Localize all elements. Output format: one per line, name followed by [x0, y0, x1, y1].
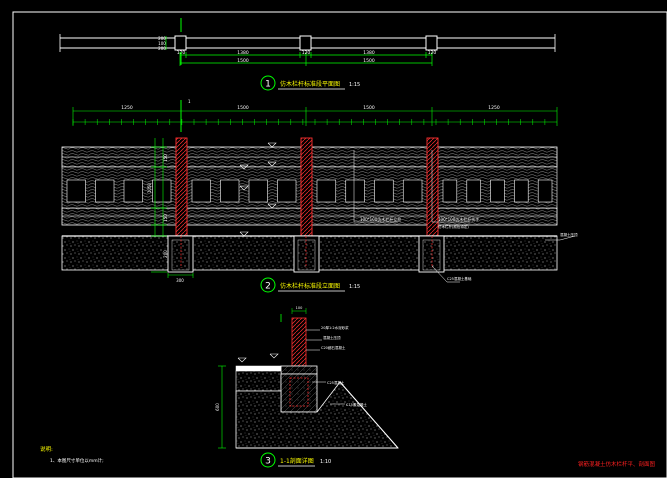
plan-dim-sub-5: 120: [428, 50, 437, 56]
elev-note-post: 100*100仿木栏杆立柱: [360, 216, 401, 222]
elev-dim-top-2: 1500: [237, 105, 249, 111]
baluster-opening: [316, 179, 337, 203]
elev-dim-top-3: 1500: [363, 105, 375, 111]
plan-dim-left-3: 200: [158, 46, 166, 51]
baluster-opening: [277, 179, 297, 203]
plan-dim-left-1: 200: [158, 36, 166, 41]
elev-note-footing: C25混凝土基础: [447, 276, 472, 281]
plan-post-2: [299, 35, 312, 51]
title-plan: 1 仿木栏杆标准段平面图 1:15: [260, 75, 360, 91]
section-note-d: C25混凝土: [327, 380, 345, 385]
notes: 说明: 1、本图尺寸单位以mm计;: [40, 445, 104, 464]
elev-post-mark: 1: [188, 99, 191, 104]
plan-dim-total-1: 1500: [237, 58, 249, 64]
elev-note-base: 混凝土压顶: [560, 232, 578, 237]
notes-line-1: 1、本图尺寸单位以mm计;: [50, 457, 104, 464]
baluster-opening: [248, 179, 268, 203]
baluster-opening: [537, 179, 553, 203]
plan-dim-left-2: 100: [158, 41, 166, 46]
baluster-opening: [374, 179, 394, 203]
baluster-opening: [66, 179, 86, 203]
section-note-a: 20厚1:2水泥砂浆: [321, 325, 349, 330]
baluster-opening: [95, 179, 115, 203]
elev-dim-left-3: 150: [163, 214, 168, 222]
elev-dim-top-1: 1250: [121, 105, 133, 111]
title-elevation: 2 仿木栏杆标准段立面图 1:15: [260, 277, 360, 293]
elev-dim-left-2: 150: [163, 154, 168, 162]
section-view: 100 600 20厚1:2: [215, 306, 399, 449]
title-elevation-scale: 1:15: [349, 284, 360, 290]
plan-dim-sub-4: 1380: [363, 50, 375, 56]
title-section-text: 1-1剖面详图: [280, 457, 314, 465]
elev-dim-top-4: 1250: [488, 105, 500, 111]
elev-post-2: [300, 137, 313, 237]
elev-dim-bottom: 300: [176, 278, 184, 283]
plan-post-1: [174, 35, 187, 51]
baluster-opening: [442, 179, 458, 203]
plan-view: 120 1380 120 1380 120 1500 1500 200 100 …: [59, 18, 556, 66]
baluster-opening: [220, 179, 240, 203]
baluster-opening: [191, 179, 211, 203]
title-plan-text: 仿木栏杆标准段平面图: [280, 80, 340, 88]
elev-post-1: [175, 137, 188, 237]
title-elevation-number: 2: [265, 282, 271, 292]
plan-dim-sub-2: 1380: [237, 50, 249, 56]
plan-dim-total-2: 1500: [363, 58, 375, 64]
elevation-view: 1250 1500 1500 1250 1: [61, 99, 578, 283]
title-elevation-text: 仿木栏杆标准段立面图: [280, 282, 340, 290]
elev-dim-left-4: 200: [163, 250, 168, 258]
drawing-title: 钢筋混凝土仿木栏杆平、剖面图: [578, 460, 656, 468]
section-note-c: C20细石混凝土: [321, 345, 346, 350]
baluster-opening: [402, 179, 423, 203]
sheet-border: [12, 11, 667, 478]
elev-note-rail-2: 仿木栏杆(颜色待定): [438, 224, 469, 229]
title-section-scale: 1:10: [320, 459, 331, 465]
plan-dim-sub-3: 120: [302, 50, 311, 56]
baluster-opening: [514, 179, 529, 203]
title-plan-scale: 1:15: [349, 82, 360, 88]
section-note-b: 混凝土压顶: [323, 335, 341, 340]
title-plan-number: 1: [265, 80, 271, 90]
baluster-opening: [490, 179, 505, 203]
baluster-opening: [152, 179, 172, 203]
baluster-opening: [466, 179, 481, 203]
elev-note-rail: 100*100仿木栏杆扶手: [438, 216, 479, 222]
baluster-opening: [345, 179, 365, 203]
section-note-e: C15素混凝土: [346, 402, 367, 407]
plan-post-3: [425, 35, 438, 51]
title-section: 3 1-1剖面详图 1:10: [260, 452, 331, 468]
baluster-opening: [123, 179, 143, 203]
notes-heading: 说明:: [40, 445, 53, 453]
elev-post-3: [426, 137, 439, 237]
section-dim-top: 100: [296, 306, 303, 310]
elev-dim-left-1: 1050: [147, 182, 152, 193]
title-section-number: 3: [265, 457, 271, 467]
section-post: [291, 317, 307, 367]
section-dim-height: 600: [215, 403, 220, 411]
